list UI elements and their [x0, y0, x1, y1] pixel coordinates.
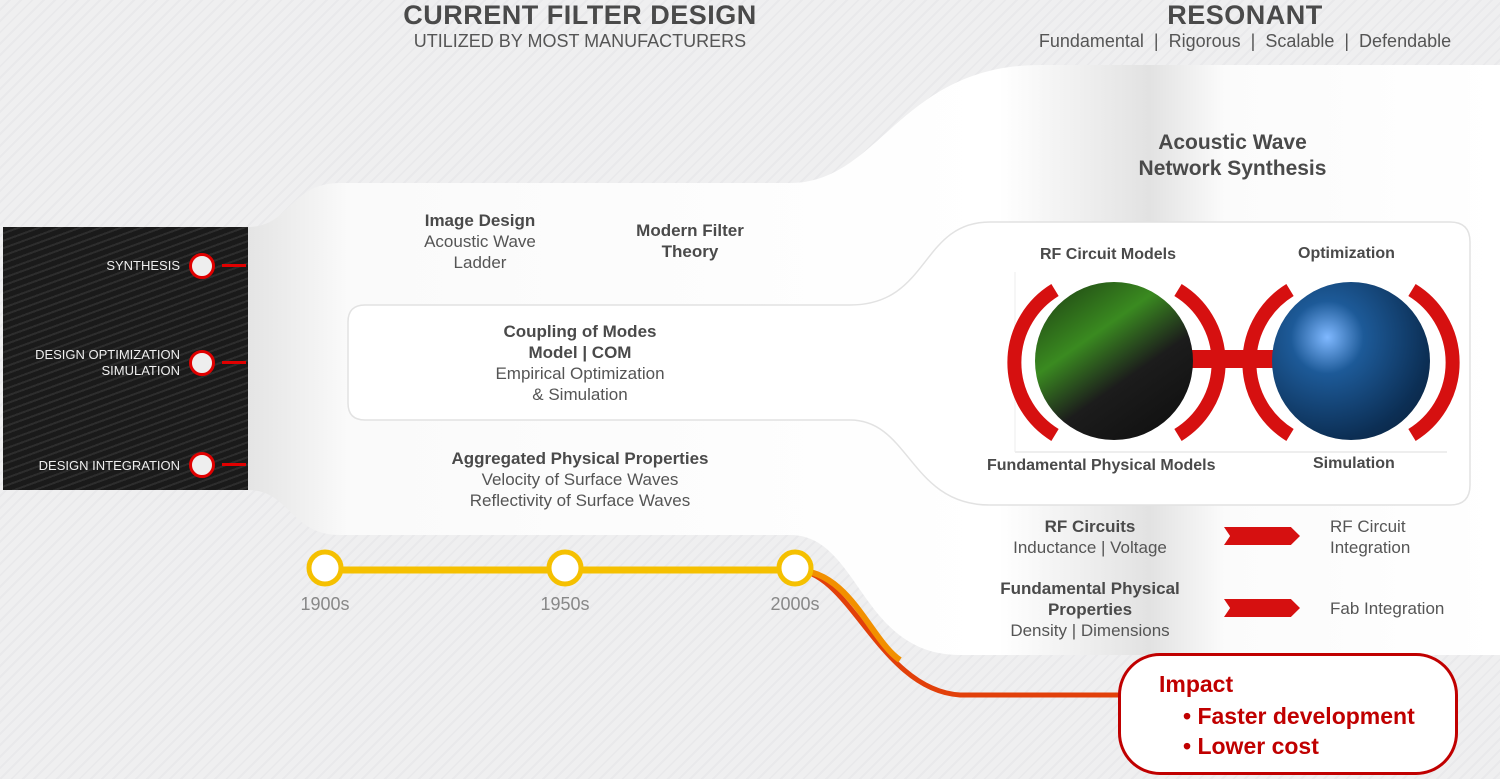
resonant-header: RESONANT Fundamental | Rigorous | Scalab… [990, 0, 1500, 52]
optimization-marker-icon [189, 350, 215, 376]
rf-circuit-photo [1035, 282, 1193, 440]
timeline-label: 1950s [540, 594, 590, 614]
timeline-node-1950s [546, 549, 584, 587]
impact-title: Impact [1159, 671, 1234, 697]
fundamental-title: Properties [1047, 600, 1133, 619]
rf-result-line: RF Circuit [1330, 517, 1406, 536]
fab-integration: Fab Integration [1330, 599, 1445, 618]
circle-connector [1185, 350, 1275, 368]
image-design-line: Ladder [453, 253, 507, 272]
aggregated-line: Velocity of Surface Waves [481, 470, 679, 489]
rf-circuits-detail: Inductance | Voltage [1013, 538, 1167, 557]
resonant-subtitle: Fundamental | Rigorous | Scalable | Defe… [1038, 31, 1452, 51]
impact-item: • Lower cost [1183, 733, 1319, 759]
rf-circuit-integration: RF Circuit Integration [1330, 516, 1410, 558]
impact-box: Impact • Faster development • Lower cost [1118, 653, 1458, 775]
aggregated-line: Reflectivity of Surface Waves [469, 491, 691, 510]
com-line: Empirical Optimization [495, 364, 665, 383]
timeline-node-2000s [776, 549, 814, 587]
stage-integration: DESIGN INTEGRATION [38, 458, 180, 473]
network-synthesis-block: Acoustic Wave Network Synthesis [1080, 130, 1385, 182]
stage-synthesis: SYNTHESIS [106, 258, 180, 273]
com-line: & Simulation [532, 385, 628, 404]
rf-circuits-title: RF Circuits [1044, 517, 1136, 536]
fundamental-physical-models-label: Fundamental Physical Models [987, 457, 1216, 474]
image-design-block: Image Design Acoustic Wave Ladder [380, 210, 580, 273]
image-design-title: Image Design [424, 211, 536, 230]
synthesis-line: Network Synthesis [1138, 157, 1327, 180]
com-block: Coupling of Modes Model | COM Empirical … [430, 321, 730, 405]
rf-result-line: Integration [1330, 538, 1411, 557]
optimization-photo [1272, 282, 1430, 440]
modern-filter-block: Modern Filter Theory [600, 220, 780, 262]
synthesis-marker-icon [189, 253, 215, 279]
current-header: CURRENT FILTER DESIGN UTILIZED BY MOST M… [380, 0, 780, 52]
integration-marker-icon [189, 452, 215, 478]
stage-optimization-line1: DESIGN OPTIMIZATION [35, 347, 180, 362]
rf-circuits-block: RF Circuits Inductance | Voltage [985, 516, 1195, 558]
rf-circuit-models-label: RF Circuit Models [1040, 246, 1177, 263]
resonant-title: RESONANT [1167, 0, 1323, 30]
aggregated-title: Aggregated Physical Properties [451, 449, 709, 468]
chevron-right-icon [1224, 599, 1300, 617]
optimization-label: Optimization [1298, 245, 1395, 262]
modern-filter-line: Modern Filter [636, 221, 744, 240]
com-title: Model | COM [528, 343, 632, 362]
stage-optimization: DESIGN OPTIMIZATION SIMULATION [10, 347, 180, 379]
modern-filter-line: Theory [661, 242, 719, 261]
fundamental-title: Fundamental Physical [1000, 579, 1180, 598]
stage-optimization-line2: SIMULATION [101, 363, 181, 378]
timeline-node-1900s [306, 549, 344, 587]
current-title: CURRENT FILTER DESIGN [403, 0, 757, 30]
current-subtitle: UTILIZED BY MOST MANUFACTURERS [413, 31, 747, 51]
timeline-label: 2000s [770, 594, 820, 614]
fundamental-properties-block: Fundamental Physical Properties Density … [985, 578, 1195, 641]
com-title: Coupling of Modes [503, 322, 657, 341]
impact-item-text: Faster development [1197, 703, 1415, 729]
synthesis-line: Acoustic Wave [1158, 131, 1307, 154]
chevron-right-icon [1224, 527, 1300, 545]
timeline-label: 1900s [300, 594, 350, 614]
aggregated-block: Aggregated Physical Properties Velocity … [420, 448, 740, 511]
image-design-line: Acoustic Wave [424, 232, 536, 251]
impact-item-text: Lower cost [1197, 733, 1319, 759]
impact-item: • Faster development [1183, 703, 1415, 729]
simulation-label: Simulation [1313, 455, 1395, 472]
fundamental-detail: Density | Dimensions [1010, 621, 1170, 640]
